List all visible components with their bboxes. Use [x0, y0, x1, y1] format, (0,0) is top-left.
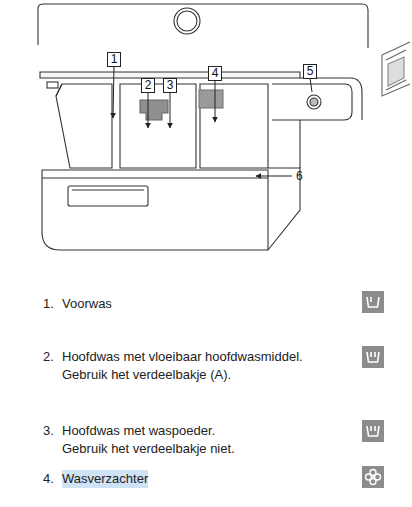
- list-text: Hoofdwas met waspoeder.: [62, 422, 215, 440]
- list-text: Gebruik het verdeelbakje (A).: [62, 366, 231, 384]
- callout-number: 6: [296, 168, 303, 184]
- callout-number: 5: [307, 65, 314, 77]
- list-text: Wasverzachter: [62, 470, 148, 488]
- callout-number: 2: [145, 79, 152, 91]
- list-text: Hoofdwas met vloeibaar hoofdwasmiddel.: [62, 348, 303, 366]
- callout-box: 5: [303, 64, 317, 79]
- list-number: 4.: [43, 470, 54, 488]
- list-number: 3.: [43, 422, 54, 440]
- callout-number: 4: [212, 67, 219, 79]
- callout-box: 2: [141, 78, 155, 93]
- callout-box: 1: [107, 52, 121, 67]
- callout-box: 3: [163, 78, 177, 93]
- list-text: Gebruik het verdeelbakje niet.: [62, 440, 235, 458]
- callout-number: 3: [167, 79, 174, 91]
- leader-arrows: [113, 66, 312, 176]
- callout-number: 1: [111, 53, 118, 65]
- callout-box: 4: [208, 66, 222, 81]
- list-number: 1.: [43, 295, 54, 313]
- wash-icons: [362, 291, 384, 488]
- machine-drawer: [38, 4, 410, 250]
- list-text: Voorwas: [62, 295, 112, 313]
- list-number: 2.: [43, 348, 54, 366]
